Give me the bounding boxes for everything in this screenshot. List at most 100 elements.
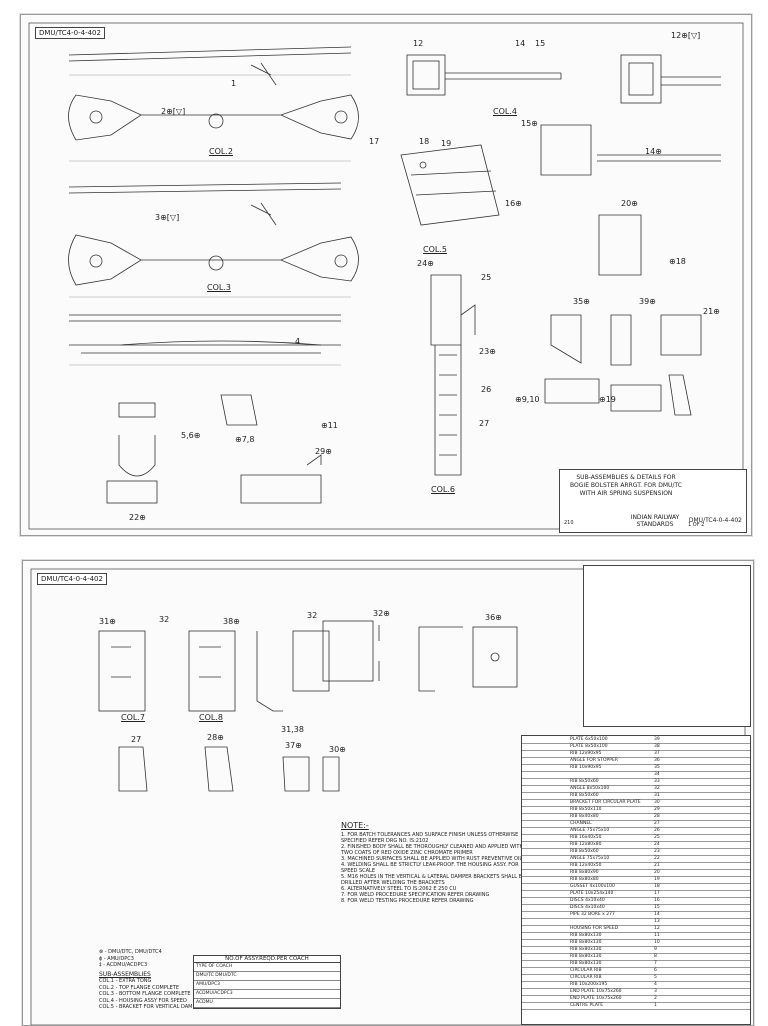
- bom-item-number: 34: [654, 772, 660, 777]
- bom-item-number: 19: [654, 877, 660, 882]
- bom-row: RIB 8x50x110 29: [522, 806, 750, 814]
- legend-item: COL.2 - TOP FLANGE COMPLETE: [99, 984, 180, 991]
- legend-item: COL.1 - EXTRA TONG: [99, 978, 152, 984]
- bom-description: RIB 8x80x130: [570, 940, 602, 945]
- bom-description: CIRCULAR RIB: [570, 968, 602, 973]
- notes-title: NOTE:-: [341, 821, 369, 830]
- bom-item-number: 29: [654, 807, 660, 812]
- note-item: 6. ALTERNATIVELY STEEL TO IS:2062 E 250 …: [341, 886, 457, 892]
- part-number: ⊕19: [599, 395, 616, 404]
- bom-row: 34: [522, 771, 750, 779]
- bom-item-number: 26: [654, 828, 660, 833]
- bom-item-number: 13: [654, 919, 660, 924]
- bom-item-number: 17: [654, 891, 660, 896]
- bom-description: HOUSING FOR SPEED: [570, 926, 619, 931]
- bom-item-number: 28: [654, 814, 660, 819]
- legend-section: ⊗ - DMU/DTC, DMU/DTC4 ϕ - AMU/DPC3 ‡ - A…: [99, 949, 202, 1011]
- part-number: 22⊕: [129, 513, 146, 522]
- bom-item-number: 15: [654, 905, 660, 910]
- bom-description: RIB 12x80x80: [570, 842, 602, 847]
- bom-item-number: 12: [654, 926, 660, 931]
- note-item: 3. MACHINED SURFACES SHALL BE APPLIED WI…: [341, 856, 523, 862]
- bom-item-number: 31: [654, 793, 660, 798]
- part-number: 27: [479, 419, 490, 428]
- bom-description: ANGLE 75x75x10: [570, 828, 610, 833]
- part-number: 31,38: [281, 725, 304, 734]
- bom-description: GUSSET 4x100x100: [570, 884, 615, 889]
- bom-item-number: 4: [654, 982, 657, 987]
- bom-item-number: 16: [654, 898, 660, 903]
- part-number: 18: [419, 137, 430, 146]
- view-label-col7: COL.7: [121, 713, 145, 722]
- bom-description: DISCS 4x10x40: [570, 898, 605, 903]
- part-number: 17: [369, 137, 380, 146]
- assembly-quantity-table: NO.OF ASSY.REQD.PER COACH TYPE OF COACH …: [193, 955, 341, 1009]
- bom-description: RIB 8x80x80: [570, 877, 599, 882]
- view-label-col2: COL.2: [209, 147, 233, 156]
- bom-description: RIB 10x90x95: [570, 765, 602, 770]
- bom-item-number: 7: [654, 961, 657, 966]
- bom-description: PIPE 32 BORE x 277: [570, 912, 615, 917]
- bom-item-number: 5: [654, 975, 657, 980]
- bom-item-number: 24: [654, 842, 660, 847]
- bom-description: DISCS 4x10x40: [570, 905, 605, 910]
- bom-item-number: 27: [654, 821, 660, 826]
- part-number: 15⊕: [521, 119, 538, 128]
- part-number: 35⊕: [573, 297, 590, 306]
- part-number: 29⊕: [315, 447, 332, 456]
- bom-description: RIB 8x50x60: [570, 849, 599, 854]
- view-label-col4: COL.4: [493, 107, 517, 116]
- bom-item-number: 36: [654, 758, 660, 763]
- bom-description: RIB 8x50x110: [570, 807, 602, 812]
- part-number: 23⊕: [479, 347, 496, 356]
- bom-item-number: 11: [654, 933, 660, 938]
- part-number: 12: [413, 39, 424, 48]
- note-item: 5. M16 HOLES IN THE VERTICAL & LATERAL D…: [341, 874, 526, 886]
- drawing-number-label: DMU/TC4-0-4-402: [35, 27, 105, 39]
- part-number: 38⊕: [223, 617, 240, 626]
- part-number: 39⊕: [639, 297, 656, 306]
- bom-item-number: 35: [654, 765, 660, 770]
- qty-table-row: TYPE OF COACH: [194, 963, 340, 972]
- bom-description: RIB 12x40x50: [570, 863, 602, 868]
- bom-item-number: 38: [654, 744, 660, 749]
- part-number: 24⊕: [417, 259, 434, 268]
- legend-item: COL.4 - HOUSING ASSY FOR SPEED: [99, 997, 187, 1004]
- part-number: ⊕9,10: [515, 395, 540, 404]
- bom-item-number: 33: [654, 779, 660, 784]
- title-block: SUB-ASSEMBLIES & DETAILS FOR BOGIE BOLST…: [559, 469, 747, 533]
- part-number: 16⊕: [505, 199, 522, 208]
- bom-description: BRACKET FOR CIRCULAR PLATE: [570, 800, 641, 805]
- qty-table-row: DMU/TC DMU/DTC: [194, 972, 340, 981]
- bom-description: RIB 12x90x95: [570, 751, 602, 756]
- note-item: 4. WELDING SHALL BE STRICTLY LEAK-PROOF.…: [341, 862, 519, 874]
- bom-description: END PLATE 10x75x260: [570, 996, 622, 1001]
- sheet-number: 1 OF 2: [688, 522, 705, 528]
- bom-item-number: 14: [654, 912, 660, 917]
- bom-item-number: 1: [654, 1003, 657, 1008]
- legend-item: ‡ - ACDMU/ACDPC3: [99, 962, 148, 968]
- bom-description: RIB 8x40x80: [570, 814, 599, 819]
- part-number: 32: [159, 615, 170, 624]
- part-number: 27: [131, 735, 142, 744]
- note-item: 7. FOR WELD PROCEDURE SPECIFICATION REFE…: [341, 892, 490, 898]
- bom-description: RIB 10x200x195: [570, 982, 608, 987]
- bom-description: RIB 8x80x90: [570, 870, 599, 875]
- bom-description: RIB 8x80x130: [570, 947, 602, 952]
- part-number: 15: [535, 39, 546, 48]
- bom-item-number: 3: [654, 989, 657, 994]
- bom-item-number: 18: [654, 884, 660, 889]
- part-number: ⊕18: [669, 257, 686, 266]
- bom-description: RIB 16x40x50: [570, 835, 602, 840]
- bom-description: PLATE 6x50x100: [570, 737, 608, 742]
